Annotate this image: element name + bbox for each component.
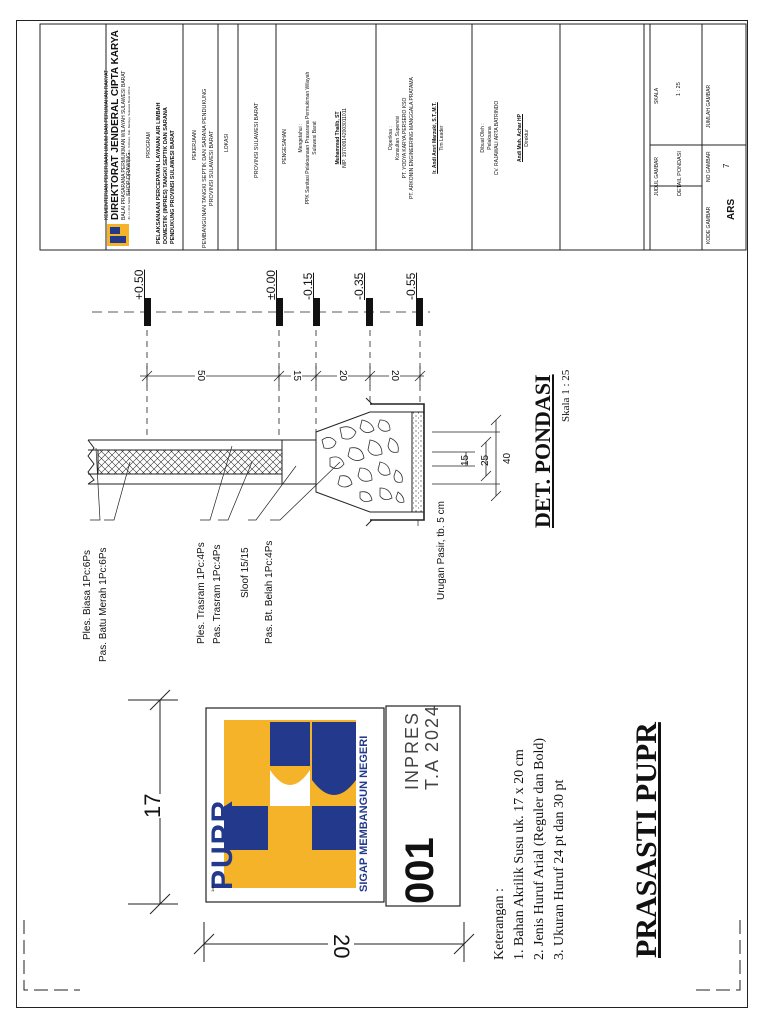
trench-outline [370,403,425,521]
drawing-frame [16,20,748,1008]
number-box [385,705,461,907]
title-block-header: KEMENTERIAN PEKERJAAN UMUM DAN PERUMAHAN… [104,26,131,246]
pupr-logo-icon [224,720,356,888]
level-markers [92,298,430,326]
width-dimensions [432,414,502,502]
pupr-small-logo-icon [106,224,129,246]
level-dimensions [140,330,426,440]
wall-section [87,439,283,485]
leader-lines [90,445,419,526]
